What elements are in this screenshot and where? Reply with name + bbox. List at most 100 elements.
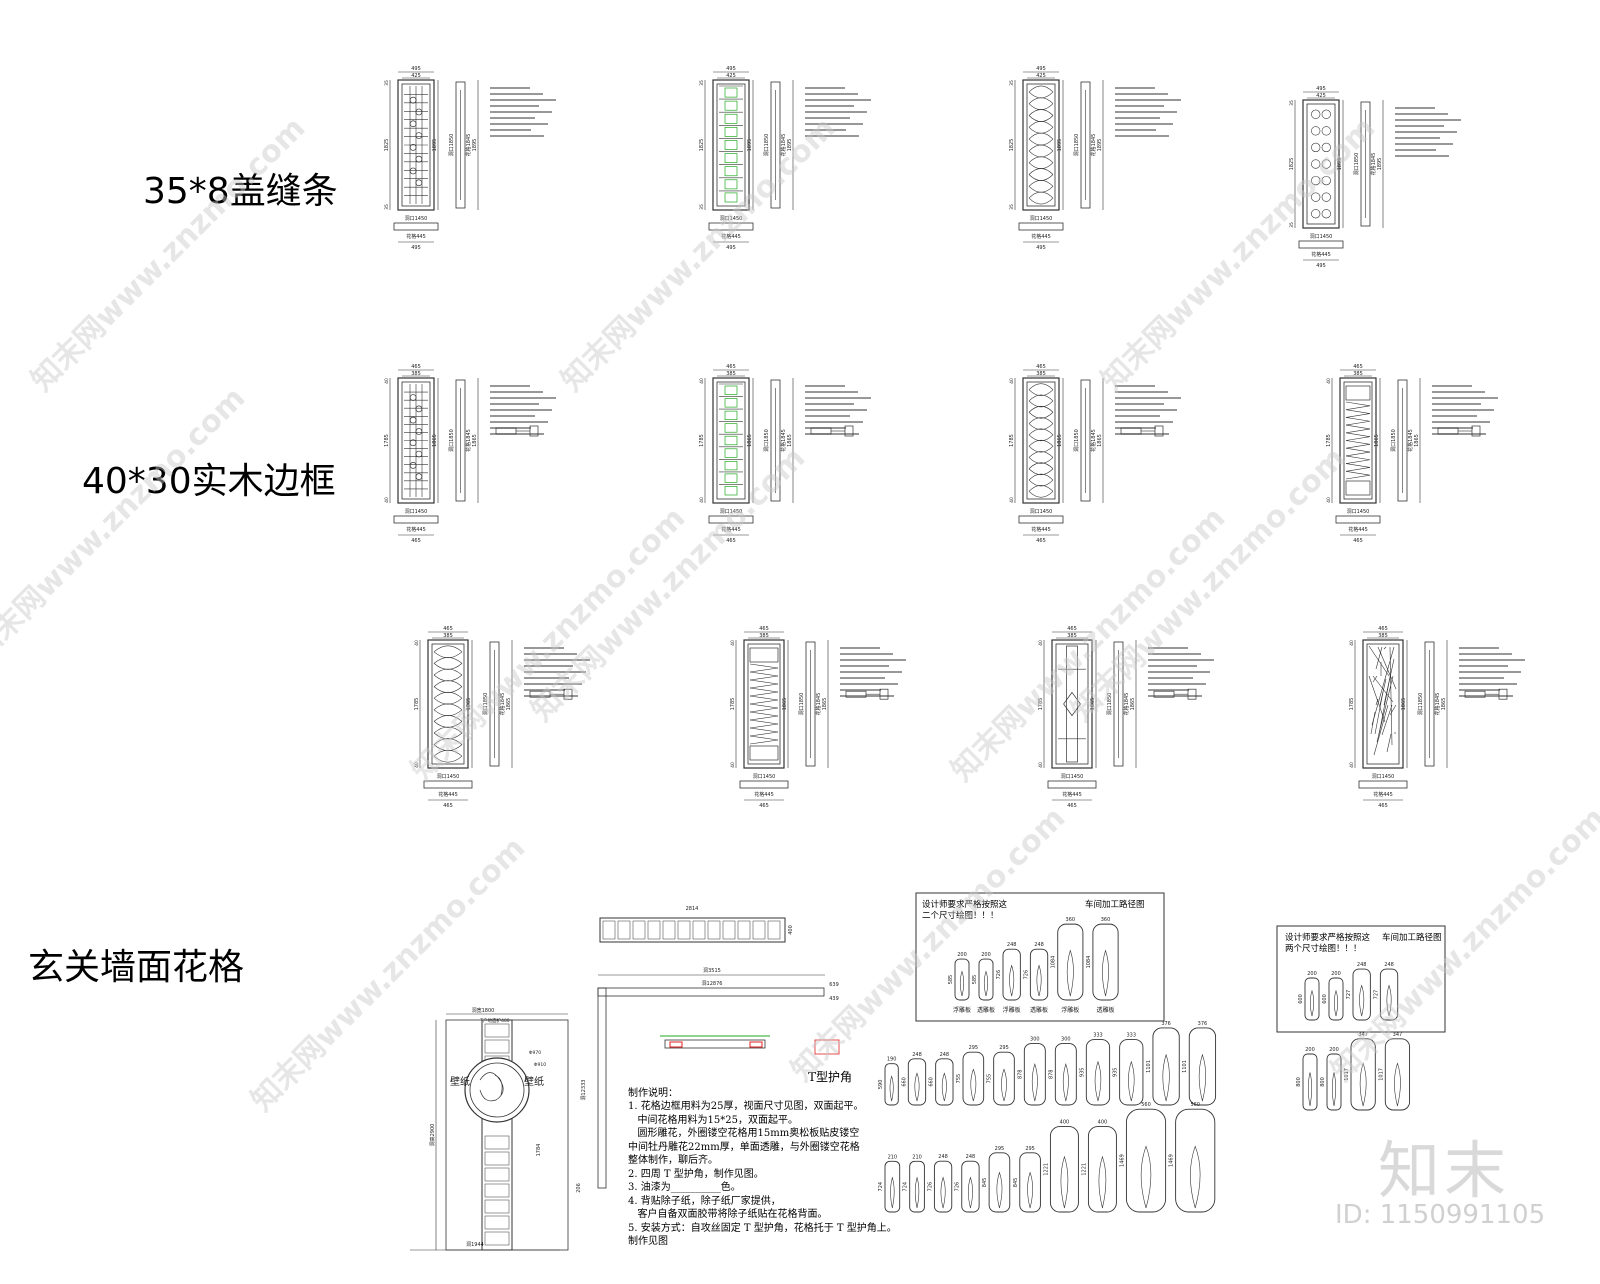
t-guard-label: T型护角 [808,1070,853,1084]
cad-line [1345,420,1371,426]
dimension-label: 1785 [1009,434,1015,447]
lattice-diamond [1063,691,1081,717]
dimension-label: 590 [878,1080,884,1090]
dimension-label: 248 [1034,942,1044,948]
dimension-label: 花格445 [1031,233,1051,240]
dimension-label: 935 [1113,1068,1119,1078]
bottom-section [393,222,439,231]
dimension-label: 385 [443,633,453,639]
dimension-label: 1865 [822,698,828,711]
dimension-label: 465 [759,803,769,809]
vase-motif [1027,1171,1033,1209]
dimension-label: 1221 [1043,1163,1049,1176]
dimension-label: 495 [411,66,421,72]
dimension-label: 35 [384,204,390,210]
vase-motif [914,1072,920,1102]
dimension-label: 1785 [384,434,390,447]
panel-caption: 透雕板 [1030,1006,1048,1014]
lattice-square [724,126,738,137]
cad-line [749,715,779,721]
dimension-label: 1469 [1119,1154,1125,1167]
dimension-label: 495 [1316,86,1326,92]
dimension-label: 1895 [1377,158,1383,171]
spec-box [1276,925,1446,1033]
carved-panel [1119,1039,1144,1106]
carved-panel [1152,1027,1180,1106]
dimension-label: 洞口1450 [720,215,743,222]
lattice-curve [1028,109,1054,122]
lattice-ornament [415,108,423,116]
vase-motif [983,970,989,997]
dimension-label: 210 [912,1154,922,1160]
dimension-label: 1784 [536,1144,542,1157]
dimension-label: 295 [995,1146,1005,1152]
cad-line [1375,646,1383,670]
dimension-label: Φ970 [529,1050,541,1056]
bottom-section [1335,515,1381,524]
dimension-label: 40 [1038,762,1044,768]
dimension-label: 465 [443,626,453,632]
panel-inner-frame [1055,643,1089,765]
carved-panel [1125,1108,1167,1213]
lattice-ornament [415,428,423,435]
profile-section [879,688,889,700]
spec-box [915,892,1165,1022]
vase-motif [1307,1072,1313,1107]
dimension-label: 40 [699,378,705,384]
dimension-label: 1865 [466,698,472,711]
cad-line [749,679,779,685]
lattice-curve [1028,168,1054,181]
dimension-label: 洞口1450 [1030,508,1053,515]
dimension-label: 295 [969,1045,979,1051]
dimension-label: 660 [929,1077,935,1087]
panel-frame [712,79,750,211]
lattice-ornament [415,132,423,139]
vase-motif [1331,1072,1337,1107]
lattice-curve [433,738,463,751]
lattice-cell [484,1039,510,1054]
strip-cell [602,920,616,940]
dimension-label: 465 [1353,364,1363,370]
dimension-label: 726 [996,970,1002,980]
cad-line [749,695,779,701]
lattice-square [724,473,738,483]
dimension-label: 洞口1450 [1372,773,1395,780]
strip-cell [617,920,631,940]
note-line: 2. 四周 T 型护角，制作见图。 [628,1168,764,1180]
round-lattice-inner [469,1062,525,1118]
dimension-label: 花格445 [754,791,774,798]
cad-line [1345,451,1371,457]
dimension-label: 347 [1393,1032,1403,1038]
dimension-label: 40 [1349,762,1355,768]
lattice-curve [433,680,463,693]
lattice-curve [1028,451,1054,464]
cad-line [1378,671,1392,735]
carved-panel [993,1051,1015,1106]
lattice-square [724,192,738,203]
top-lattice-strip [599,917,786,943]
dimension-label: 724 [903,1182,909,1192]
carved-panel [988,1152,1011,1213]
lattice-curve [433,703,463,717]
lattice-square [724,410,738,421]
lattice-curve [1028,191,1054,205]
dimension-label: 1865 [747,434,753,447]
dimension-label: 248 [1384,962,1394,968]
panel-inner-frame [1026,83,1056,207]
lattice-square [724,140,738,150]
dimension-label: 660 [901,1077,907,1087]
vase-motif [967,1176,973,1209]
vase-motif [1062,1063,1069,1102]
vase-motif [1001,1068,1007,1102]
panel-inner-frame [716,381,746,500]
panel-inner-frame [747,643,781,765]
lattice-curve [1028,394,1054,408]
lattice-curve [1028,439,1054,453]
carved-panel-sheet-1: 200585浮雕板200585透雕板248726浮雕板248726透雕板3601… [915,892,1165,1022]
note-line: 中间花格用料为15*25，双面起平。 [628,1114,798,1126]
wall-outline [445,1019,569,1251]
lattice-flower [1321,142,1331,153]
dimension-label: 295 [999,1045,1009,1051]
